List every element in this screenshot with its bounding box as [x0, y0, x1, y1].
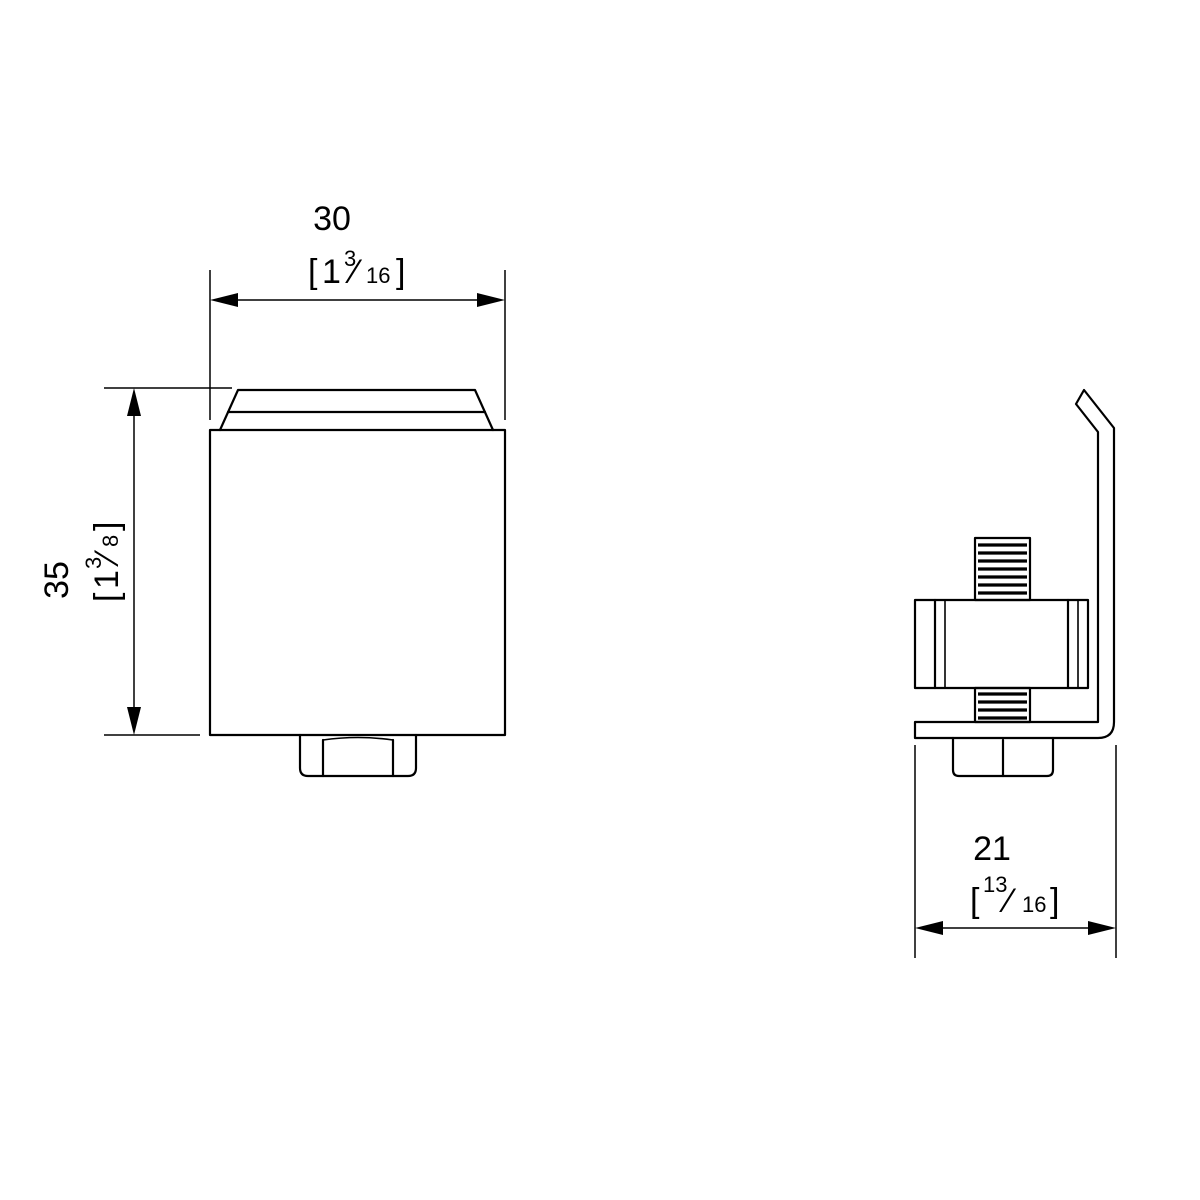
dim-whole: 1	[322, 253, 341, 291]
dim-bracket-close: ]	[1050, 882, 1059, 920]
clamp-block	[913, 598, 1090, 690]
dimension-height-front: 35 [ 1 3 ⁄ 8 ]	[38, 387, 232, 736]
dim-numerator: 3	[344, 246, 356, 271]
dim-bracket-close: ]	[88, 522, 126, 531]
dim-value: 30	[313, 200, 351, 238]
arrow-right	[477, 293, 505, 307]
dim-numerator: 3	[81, 557, 106, 569]
dim-denominator: 16	[1022, 892, 1046, 917]
dim-bracket-open: [	[308, 253, 318, 291]
dim-numerator: 13	[983, 872, 1007, 897]
side-view	[913, 388, 1116, 778]
clamp-body	[208, 428, 507, 737]
nut-face-top	[322, 736, 394, 741]
clamp-cap	[218, 388, 495, 432]
dim-bracket-open: [	[88, 592, 126, 602]
dim-denominator: 16	[366, 263, 390, 288]
arrow-left	[915, 921, 943, 935]
dim-bracket-close: ]	[396, 253, 405, 291]
stud-upper	[973, 536, 1032, 602]
dim-value: 21	[973, 830, 1011, 868]
dim-denominator: 8	[98, 535, 123, 547]
dim-value: 35	[38, 561, 76, 599]
dim-bracket-open: [	[970, 882, 980, 920]
stud-threads	[978, 543, 1027, 720]
arrow-up	[127, 388, 141, 416]
front-view	[208, 388, 507, 778]
arrow-left	[210, 293, 238, 307]
arrow-right	[1088, 921, 1116, 935]
dimension-width-front: 30 [ 1 3 ⁄ 16 ]	[209, 200, 506, 420]
stud-lower	[973, 686, 1032, 724]
arrow-down	[127, 707, 141, 735]
bracket	[913, 388, 1116, 740]
dim-whole: 1	[88, 570, 126, 589]
nut-front	[298, 733, 418, 778]
